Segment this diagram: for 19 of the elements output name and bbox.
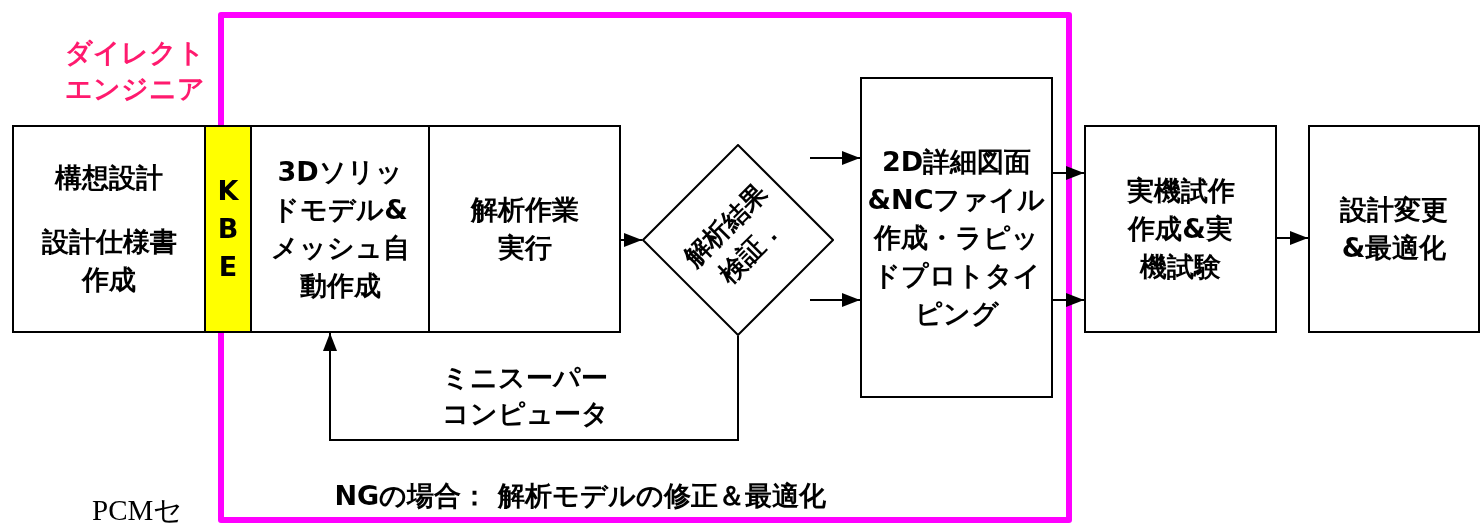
- arrow: [620, 233, 643, 247]
- process-box: 2D詳細図面&NCファイル作成・ラピッドプロトタイピング: [860, 77, 1053, 398]
- caption-text: ミニスーパーコンピュータ: [440, 361, 610, 431]
- process-box: 構想設計 設計仕様書作成: [12, 125, 206, 333]
- arrow: [1052, 293, 1085, 307]
- process-box: 設計変更&最適化: [1308, 125, 1480, 333]
- process-box: 実機試作作成&実機試験: [1084, 125, 1277, 333]
- heading-text: ダイレクトエンジニア: [64, 36, 205, 106]
- process-box: 解析作業実行: [428, 125, 621, 333]
- arrow: [1276, 231, 1309, 245]
- decision-diamond: 解析結果検証．: [642, 144, 834, 336]
- note-text: NGの場合： 解析モデルの修正＆最適化: [333, 479, 827, 513]
- arrow: [323, 332, 739, 441]
- caption-text: PCMセ: [92, 493, 185, 526]
- arrow: [809, 293, 861, 307]
- arrow: [1052, 166, 1085, 180]
- process-box: 3Dソリッドモデル&メッシュ自動作成: [250, 125, 430, 333]
- arrow: [809, 151, 861, 165]
- tag-box: K B E: [204, 125, 252, 333]
